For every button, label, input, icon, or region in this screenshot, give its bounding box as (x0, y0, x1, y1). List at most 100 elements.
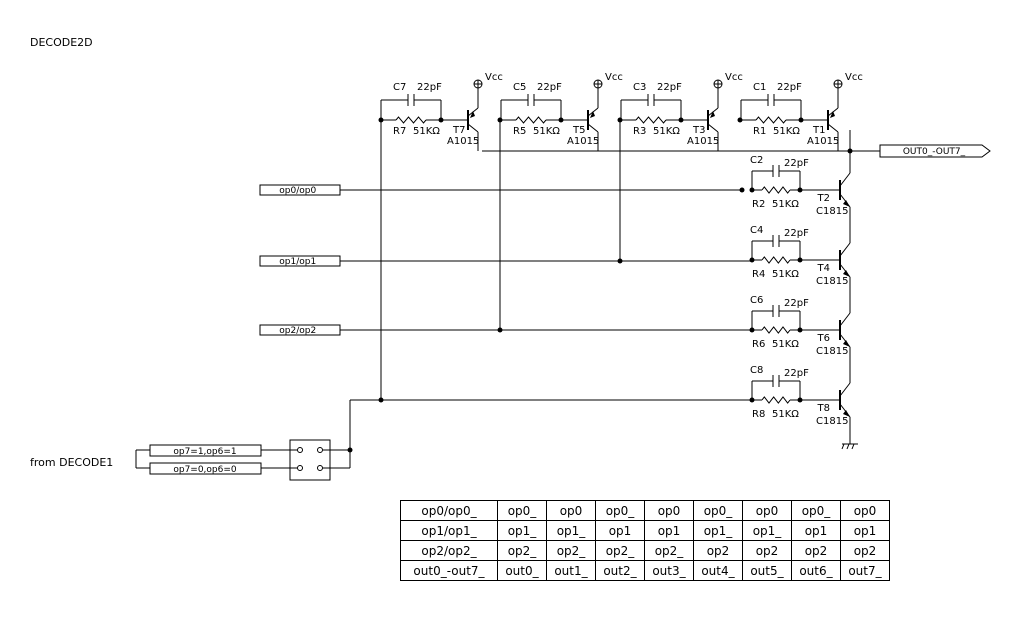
resistor-ref: R1 (753, 126, 766, 137)
transistor-part: C1815 (816, 206, 848, 217)
table-cell: op1_ (693, 520, 743, 541)
transistor-ref: T3 (692, 125, 705, 136)
emitter-arrow (710, 111, 715, 118)
resistor-symbol (515, 116, 547, 124)
table-cell: op0_ (791, 500, 841, 521)
table-cell: out7_ (840, 560, 890, 581)
capacitor-ref: C6 (750, 295, 763, 306)
table-cell: op1 (644, 520, 694, 541)
decode1-input-label: op7=1,op6=1 (173, 447, 236, 457)
table-cell: op1 (840, 520, 890, 541)
transistor-ref: T5 (572, 125, 585, 136)
table-cell: op0_ (595, 500, 645, 521)
resistor-value: 51KΩ (772, 339, 799, 350)
transistor-ref: T4 (817, 263, 830, 274)
resistor-ref: R8 (752, 409, 765, 420)
table-cell: op1_ (546, 520, 596, 541)
table-cell: op0 (546, 500, 596, 521)
table-cell: op1_ (497, 520, 547, 541)
table-cell: op0 (644, 500, 694, 521)
table-cell: out0_ (497, 560, 547, 581)
resistor-value: 51KΩ (413, 126, 440, 137)
input-ports: op0/op0_ op1/op1_ op2/op2_ (259, 184, 341, 336)
capacitor-ref: C3 (633, 82, 646, 93)
resistor-ref: R5 (513, 126, 526, 137)
junction-dots (347, 117, 853, 453)
input-port-op1 (259, 255, 341, 267)
emitter-arrow (843, 200, 850, 207)
resistor-value: 51KΩ (772, 409, 799, 420)
capacitor-ref: C2 (750, 155, 763, 166)
capacitor-value: 22pF (537, 82, 562, 93)
resistor-symbol (761, 186, 791, 194)
table-cell: out4_ (693, 560, 743, 581)
table-cell: op0_ (693, 500, 743, 521)
switch-contact (297, 447, 303, 453)
resistor-symbol (761, 396, 791, 404)
resistor-symbol (755, 116, 787, 124)
switch-contact (317, 447, 323, 453)
table-cell: op1 (595, 520, 645, 541)
emitter-arrow (830, 111, 835, 118)
table-cell: op2_ (497, 540, 547, 561)
resistor-ref: R6 (752, 339, 765, 350)
input-port-op0 (259, 184, 341, 196)
output-bus-port: OUT0_-OUT7_ (879, 144, 991, 158)
emitter-arrow (843, 410, 850, 417)
table-cell: op2_ (644, 540, 694, 561)
input-port-op2 (259, 324, 341, 336)
diagram-title: DECODE2D (30, 36, 93, 49)
emitter-arrow (470, 111, 475, 118)
transistor-part: A1015 (807, 136, 839, 147)
resistor-symbol (395, 116, 427, 124)
table-cell: out2_ (595, 560, 645, 581)
resistor-symbol (761, 256, 791, 264)
resistor-ref: R3 (633, 126, 646, 137)
ground-symbol (841, 443, 858, 450)
transistor-part: C1815 (816, 416, 848, 427)
resistor-symbol (635, 116, 667, 124)
table-cell: op2_ (546, 540, 596, 561)
transistor-part: C1815 (816, 276, 848, 287)
switch-contact (317, 465, 323, 471)
table-cell: op2 (791, 540, 841, 561)
table-cell: op1_ (742, 520, 792, 541)
table-cell: out3_ (644, 560, 694, 581)
table-cell: out1_ (546, 560, 596, 581)
resistor-ref: R7 (393, 126, 406, 137)
transistor-ref: T8 (817, 403, 830, 414)
table-cell: op2 (742, 540, 792, 561)
capacitor-value: 22pF (417, 82, 442, 93)
table-row: out0_-out7_out0_out1_out2_out3_out4_out5… (400, 560, 890, 581)
capacitor-ref: C5 (513, 82, 526, 93)
table-cell: op2 (693, 540, 743, 561)
capacitor-value: 22pF (784, 368, 809, 379)
capacitor-value: 22pF (784, 228, 809, 239)
capacitor-ref: C1 (753, 82, 766, 93)
capacitor-value: 22pF (784, 158, 809, 169)
capacitor-value: 22pF (777, 82, 802, 93)
capacitor-ref: C8 (750, 365, 763, 376)
resistor-value: 51KΩ (772, 269, 799, 280)
vcc-label: Vcc (845, 72, 863, 83)
transistor-part: C1815 (816, 346, 848, 357)
table-cell: out6_ (791, 560, 841, 581)
emitter-arrow (843, 270, 850, 277)
table-row-header: op2/op2_ (400, 540, 498, 561)
input-port-op1-label: op1/op1_ (279, 257, 321, 267)
transistor-ref: T6 (817, 333, 830, 344)
wiring (331, 120, 880, 469)
transistor-part: A1015 (687, 136, 719, 147)
transistor-ref: T1 (812, 125, 825, 136)
transistor-part: A1015 (567, 136, 599, 147)
